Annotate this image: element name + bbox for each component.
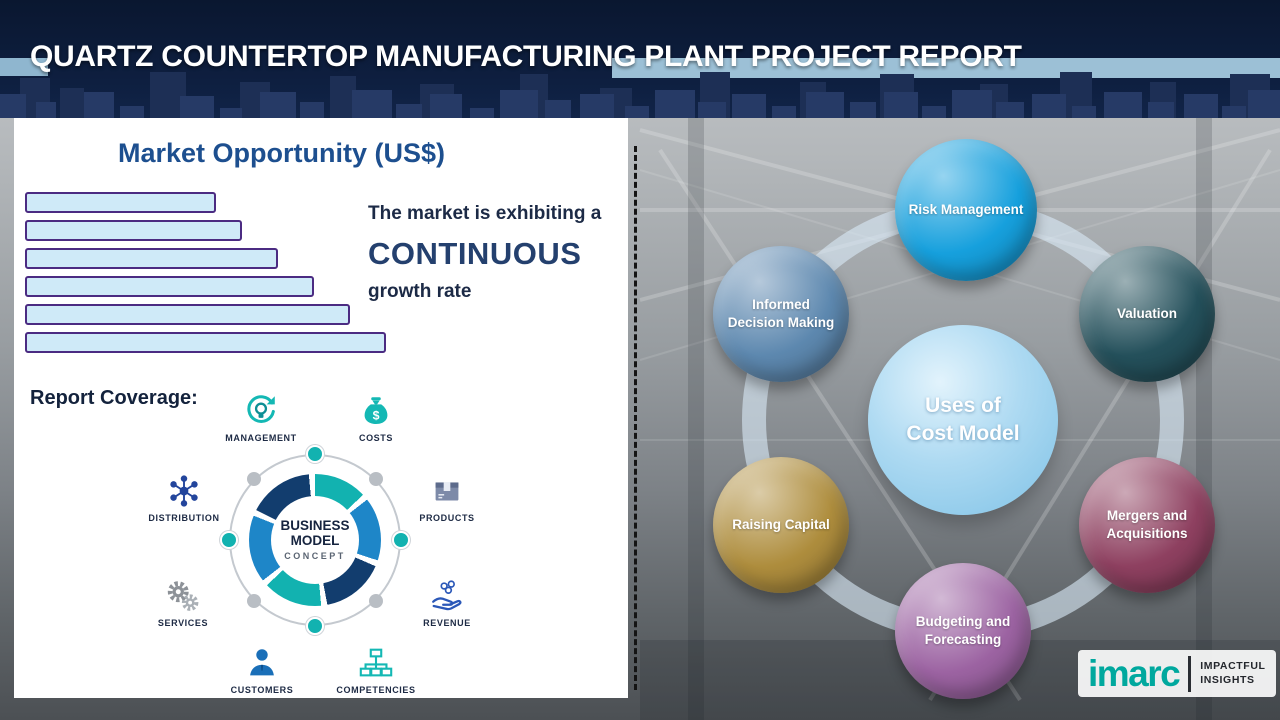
svg-text:$: $ bbox=[373, 409, 380, 423]
logo-tagline-line1: IMPACTFUL bbox=[1200, 659, 1266, 672]
logo-tagline: IMPACTFUL INSIGHTS bbox=[1200, 660, 1265, 687]
bm-item-label: REVENUE bbox=[423, 618, 471, 628]
network-icon bbox=[165, 472, 203, 510]
cost-node-risk-management: Risk Management bbox=[895, 139, 1037, 281]
hand-coin-icon bbox=[428, 577, 466, 615]
imarc-logo: imarc IMPACTFUL INSIGHTS bbox=[1078, 650, 1276, 697]
cost-node-label: Informed Decision Making bbox=[727, 297, 835, 330]
bm-item-label: DISTRIBUTION bbox=[148, 513, 220, 523]
market-bar-chart bbox=[25, 192, 386, 360]
cost-node-label: Mergers and Acquisitions bbox=[1106, 508, 1188, 541]
cost-model-center-line2: Cost Model bbox=[906, 422, 1020, 445]
cost-node-raising-capital: Raising Capital bbox=[713, 457, 849, 593]
bm-center-line2: MODEL bbox=[290, 532, 340, 548]
bm-item-label: COMPETENCIES bbox=[336, 685, 416, 695]
bm-item-revenue: REVENUE bbox=[401, 577, 493, 628]
bm-center-line3: CONCEPT bbox=[284, 551, 346, 562]
cost-node-label: Budgeting and Forecasting bbox=[915, 614, 1011, 647]
bm-item-customers: CUSTOMERS bbox=[216, 644, 308, 695]
bm-item-services: SERVICES bbox=[137, 577, 229, 628]
market-bar bbox=[25, 332, 386, 353]
bm-item-label: PRODUCTS bbox=[419, 513, 475, 523]
cost-model-center-line1: Uses of bbox=[925, 393, 1001, 417]
bm-item-label: COSTS bbox=[358, 433, 393, 443]
cost-node-valuation: Valuation bbox=[1079, 246, 1215, 382]
bm-item-label: SERVICES bbox=[157, 618, 209, 628]
dashed-divider bbox=[634, 146, 637, 690]
growth-line-continuous: CONTINUOUS bbox=[368, 236, 582, 271]
bm-item-management: MANAGEMENT bbox=[215, 392, 307, 443]
money-bag-icon: $ bbox=[357, 392, 395, 430]
cost-node-label: Raising Capital bbox=[732, 517, 830, 533]
market-bar bbox=[25, 248, 278, 269]
org-chart-icon bbox=[357, 644, 395, 682]
growth-line-1: The market is exhibiting a bbox=[368, 203, 602, 224]
page-title: QUARTZ COUNTERTOP MANUFACTURING PLANT PR… bbox=[30, 40, 1022, 73]
box-icon bbox=[428, 472, 466, 510]
bm-item-costs: $ COSTS bbox=[330, 392, 422, 443]
market-bar bbox=[25, 304, 350, 325]
growth-line-3: growth rate bbox=[368, 281, 472, 302]
report-coverage-label: Report Coverage: bbox=[30, 387, 198, 409]
bm-item-label: CUSTOMERS bbox=[230, 685, 294, 695]
cost-node-label: Risk Management bbox=[908, 202, 1024, 218]
header-band: QUARTZ COUNTERTOP MANUFACTURING PLANT PR… bbox=[0, 0, 1280, 118]
person-icon bbox=[243, 644, 281, 682]
bm-center-line1: BUSINESS bbox=[280, 517, 350, 533]
cost-node-budgeting-and-forecasting: Budgeting and Forecasting bbox=[895, 563, 1031, 699]
bm-item-label: MANAGEMENT bbox=[225, 433, 297, 443]
logo-divider-bar bbox=[1188, 655, 1192, 692]
gears-icon bbox=[164, 577, 202, 615]
bm-item-competencies: COMPETENCIES bbox=[330, 644, 422, 695]
growth-text-block: The market is exhibiting a CONTINUOUS gr… bbox=[368, 203, 626, 303]
cost-node-mergers-and-acquisitions: Mergers and Acquisitions bbox=[1079, 457, 1215, 593]
cost-node-informed-decision-making: Informed Decision Making bbox=[713, 246, 849, 382]
market-bar bbox=[25, 220, 242, 241]
city-skyline bbox=[0, 58, 1280, 118]
market-bar bbox=[25, 192, 216, 213]
market-opportunity-title: Market Opportunity (US$) bbox=[118, 138, 446, 168]
cost-node-label: Valuation bbox=[1116, 306, 1177, 322]
business-model-donut: BUSINESS MODEL CONCEPT bbox=[249, 474, 381, 606]
imarc-wordmark: imarc bbox=[1088, 653, 1181, 694]
logo-tagline-line2: INSIGHTS bbox=[1200, 673, 1255, 686]
bm-item-distribution: DISTRIBUTION bbox=[138, 472, 230, 523]
bm-item-products: PRODUCTS bbox=[401, 472, 493, 523]
cost-model-center-circle: Uses of Cost Model bbox=[868, 325, 1058, 515]
lightbulb-cycle-icon bbox=[242, 392, 280, 430]
business-model-center: BUSINESS MODEL CONCEPT bbox=[271, 496, 359, 584]
market-bar bbox=[25, 276, 314, 297]
